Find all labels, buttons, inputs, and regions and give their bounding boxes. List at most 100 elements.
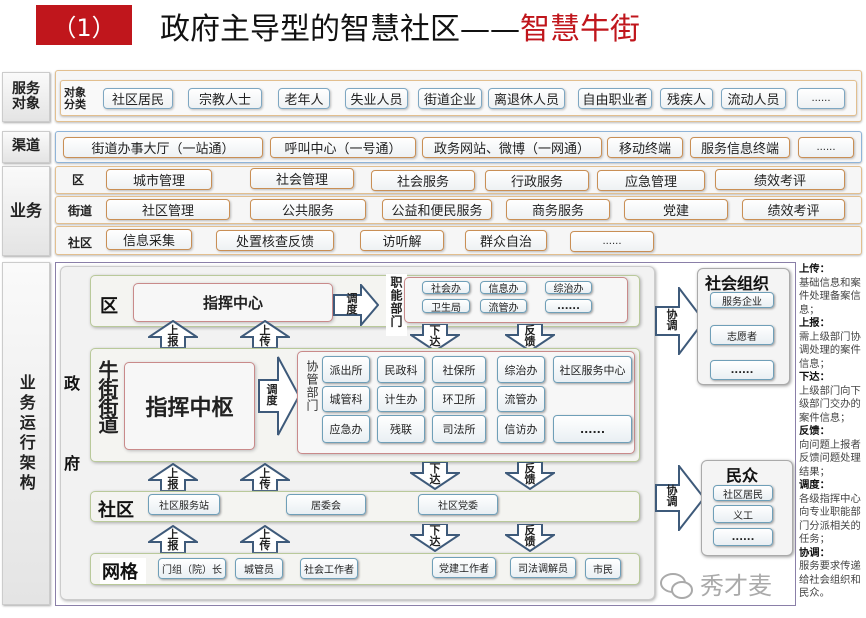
community-label: 社区 [98,500,134,521]
channel-item: 呼叫中心（一号通） [270,137,416,158]
street-dept-item: 司法所 [432,415,486,443]
upload-up-arrow: 上传 [240,525,290,553]
district-command-center: 指挥中心 [133,283,333,322]
street-dept-item: 城管科 [322,386,370,412]
business-street-label: 街道 [68,204,93,218]
legend-term: 上传： [799,263,830,275]
street-dept-item: 环卫所 [432,386,486,412]
street-business-item: 公共服务 [250,199,366,220]
issue-text: 下达 [429,324,441,348]
report-text: 上报 [167,528,179,552]
label-service-objects: 服务对象 [2,72,50,122]
community-business-more: ...... [570,231,654,252]
district-dispatch-arrow: 调度 [333,284,379,326]
street-dept-item: 综治办 [497,356,545,383]
district-dept-item: 综治办 [545,281,592,295]
feedback-text: 反馈 [524,324,536,348]
community-item: 社区党委 [418,494,498,515]
service-object-item: 流动人员 [721,88,786,109]
street-business-item: 公益和便民服务 [382,199,492,220]
section-number-badge: （1） [36,5,132,45]
street-dept-item: 民政科 [377,356,425,383]
street-dept-item: 派出所 [322,356,370,383]
feedback-down-arrow: 反馈 [505,324,555,352]
page-title: 政府主导型的智慧社区——智慧牛街 [160,4,640,48]
legend-desc: 各级指挥中心向专业职能部门分派相关的任务； [799,492,861,546]
issue-down-arrow: 下达 [410,524,460,552]
community-item: 社区服务站 [148,494,220,515]
title-text: 政府主导型的智慧社区—— [160,12,520,47]
district-dept-item: 信息办 [480,281,527,295]
channel-item: 服务信息终端 [690,137,790,158]
street-dept-more: ...... [553,415,632,443]
district-label: 区 [100,296,118,317]
dispatch-text: 调度 [346,292,358,316]
gov-label-1: 政 [64,374,81,393]
report-up-arrow: 上报 [148,320,198,348]
business-community-label: 社区 [68,236,93,250]
issue-down-arrow: 下达 [410,462,460,490]
social-org-item: 服务企业 [710,292,774,308]
feedback-down-arrow: 反馈 [505,524,555,552]
service-object-item: 残疾人 [660,88,713,109]
public-title: 民众 [726,466,759,485]
service-object-item: 老年人 [278,88,330,109]
social-org-more: ...... [710,360,774,380]
legend-desc: 基础信息和案件处理备案信息； [799,276,861,316]
legend-desc: 向问题上报者反馈问题处理结果； [799,438,861,478]
watermark: 秀才麦 [660,572,772,600]
community-business-item: 信息采集 [106,229,192,250]
street-business-item: 社区管理 [106,199,230,220]
district-dept-more: ...... [545,299,592,313]
label-channels: 渠道 [2,131,50,163]
district-dept-item: 卫生局 [422,299,470,314]
coordinate-text: 协调 [666,308,678,332]
coordinate-arrow-social: 协调 [655,287,705,355]
upload-text: 上传 [259,528,271,552]
coordinate-arrow-public: 协调 [655,465,705,531]
district-business-item: 绩效考评 [715,169,845,190]
service-object-item: 街道企业 [418,88,482,109]
wechat-icon [660,573,693,599]
street-command-hub: 指挥中枢 [124,362,255,450]
title-highlight: 智慧牛街 [520,12,640,47]
report-up-arrow: 上报 [148,525,198,553]
district-business-item: 应急管理 [597,170,705,191]
service-object-item: 宗教人士 [188,88,262,109]
district-business-item: 城市管理 [106,169,212,190]
street-business-item: 党建 [624,199,728,220]
channel-item: 移动终端 [607,137,683,158]
grid-item: 门组（院）长 [158,558,226,579]
street-dispatch-arrow: 调度 [258,356,300,436]
service-object-item: 自由职业者 [578,88,652,109]
report-up-arrow: 上报 [148,463,198,491]
district-dept-label: 职能部门 [386,274,407,336]
street-business-item: 商务服务 [506,199,610,220]
street-dept-item: 社保所 [432,356,486,383]
community-business-item: 处置核查反馈 [216,230,334,251]
legend-term: 下达： [799,371,830,383]
social-org-item: 志愿者 [710,325,774,345]
report-text: 上报 [167,467,179,491]
legend-term: 调度： [799,479,830,491]
grid-label: 网格 [100,558,146,584]
social-org-title: 社会组织 [705,274,770,293]
label-architecture: 业务运行架构 [2,262,50,605]
report-text: 上报 [167,324,179,348]
service-object-item: 失业人员 [345,88,408,109]
grid-item: 城管员 [235,558,283,579]
street-dept-item: 流管办 [497,386,545,412]
legend-desc: 服务要求传递给社会组织和民众。 [799,560,861,599]
legend: 上传：基础信息和案件处理备案信息； 上报：需上级部门协调处理的案件信息； 下达：… [799,263,866,601]
public-item: 义工 [713,505,773,523]
street-dept-item: 计生办 [377,386,425,412]
street-dept-item: 残联 [377,415,425,443]
community-item: 居委会 [286,494,366,515]
district-business-item: 行政服务 [485,170,589,191]
street-dept-item: 社区服务中心 [553,356,632,383]
dispatch-text: 调度 [266,383,278,407]
street-business-item: 绩效考评 [742,199,845,220]
feedback-text: 反馈 [524,462,536,486]
issue-down-arrow: 下达 [410,324,460,352]
community-business-item: 访听解 [360,230,444,251]
